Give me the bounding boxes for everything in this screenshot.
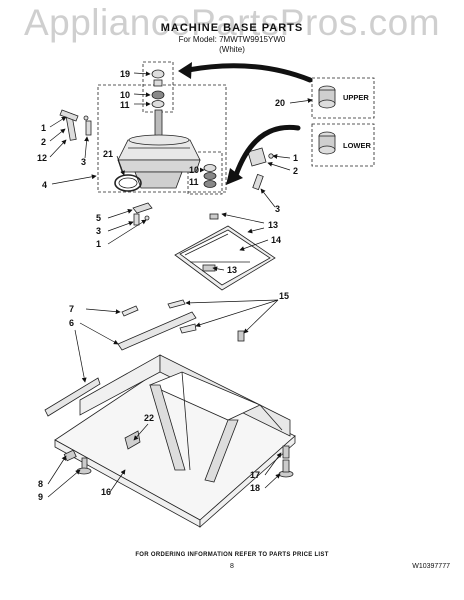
inset-upper-box (311, 77, 375, 119)
leader-lines (47, 71, 313, 498)
label-lower: LOWER (343, 141, 371, 150)
rail-brackets (44, 299, 245, 417)
left-clip-parts (59, 109, 92, 141)
bottom-left-clips (132, 202, 153, 226)
callout-2-right: 2 (293, 166, 298, 176)
machine-base-frame (54, 354, 296, 528)
callout-14: 14 (271, 235, 281, 245)
page-subtitle: For Model: 7MWTW9915YW0 (White) (0, 35, 464, 55)
callout-7: 7 (69, 304, 74, 314)
callout-5: 5 (96, 213, 101, 223)
callout-10-top: 10 (120, 90, 130, 100)
callout-13-inner: 13 (227, 265, 237, 275)
callout-2-left: 2 (41, 137, 46, 147)
callout-numbers: 19 10 11 1 2 12 3 21 4 20 1 2 10 11 3 13… (37, 69, 371, 502)
leveling-feet (63, 445, 294, 478)
callout-6: 6 (69, 318, 74, 328)
callout-11-top: 11 (120, 100, 130, 110)
callout-3-left: 3 (81, 157, 86, 167)
callout-19: 19 (120, 69, 130, 79)
ring-part (114, 174, 142, 192)
callout-20: 20 (275, 98, 285, 108)
inset-lower-box (311, 123, 375, 167)
callout-12: 12 (37, 153, 47, 163)
big-arrowheads (178, 62, 243, 185)
callout-16: 16 (101, 487, 111, 497)
ordering-note: FOR ORDERING INFORMATION REFER TO PARTS … (135, 552, 329, 558)
callout-8: 8 (38, 479, 43, 489)
callout-11-right: 11 (189, 177, 199, 187)
stacked-parts-top (151, 69, 165, 108)
callout-3-lower: 3 (96, 226, 101, 236)
big-curved-arrows (185, 63, 313, 178)
model-color: (White) (219, 45, 245, 54)
transmission-assembly (117, 109, 201, 189)
label-upper: UPPER (343, 93, 369, 102)
callout-13-top: 13 (268, 220, 278, 230)
document-number: W10397777 (412, 563, 450, 570)
callout-22: 22 (144, 413, 154, 423)
callout-18: 18 (250, 483, 260, 493)
watermark-text: AppliancePartsPros.com (23, 2, 441, 43)
callout-3-right: 3 (275, 204, 280, 214)
callout-21: 21 (103, 149, 113, 159)
tub-support-bracket (174, 213, 276, 291)
page-number: 8 (230, 563, 234, 570)
callout-9: 9 (38, 492, 43, 502)
callout-1-left: 1 (41, 123, 46, 133)
right-clip-parts (203, 147, 274, 191)
callout-15: 15 (279, 291, 289, 301)
callout-1-right: 1 (293, 153, 298, 163)
page-title: MACHINE BASE PARTS (160, 22, 304, 34)
callout-1-lower: 1 (96, 239, 101, 249)
model-number: For Model: 7MWTW9915YW0 (178, 35, 286, 44)
callout-4: 4 (42, 180, 47, 190)
callout-17: 17 (250, 470, 260, 480)
callout-10-right: 10 (189, 165, 199, 175)
